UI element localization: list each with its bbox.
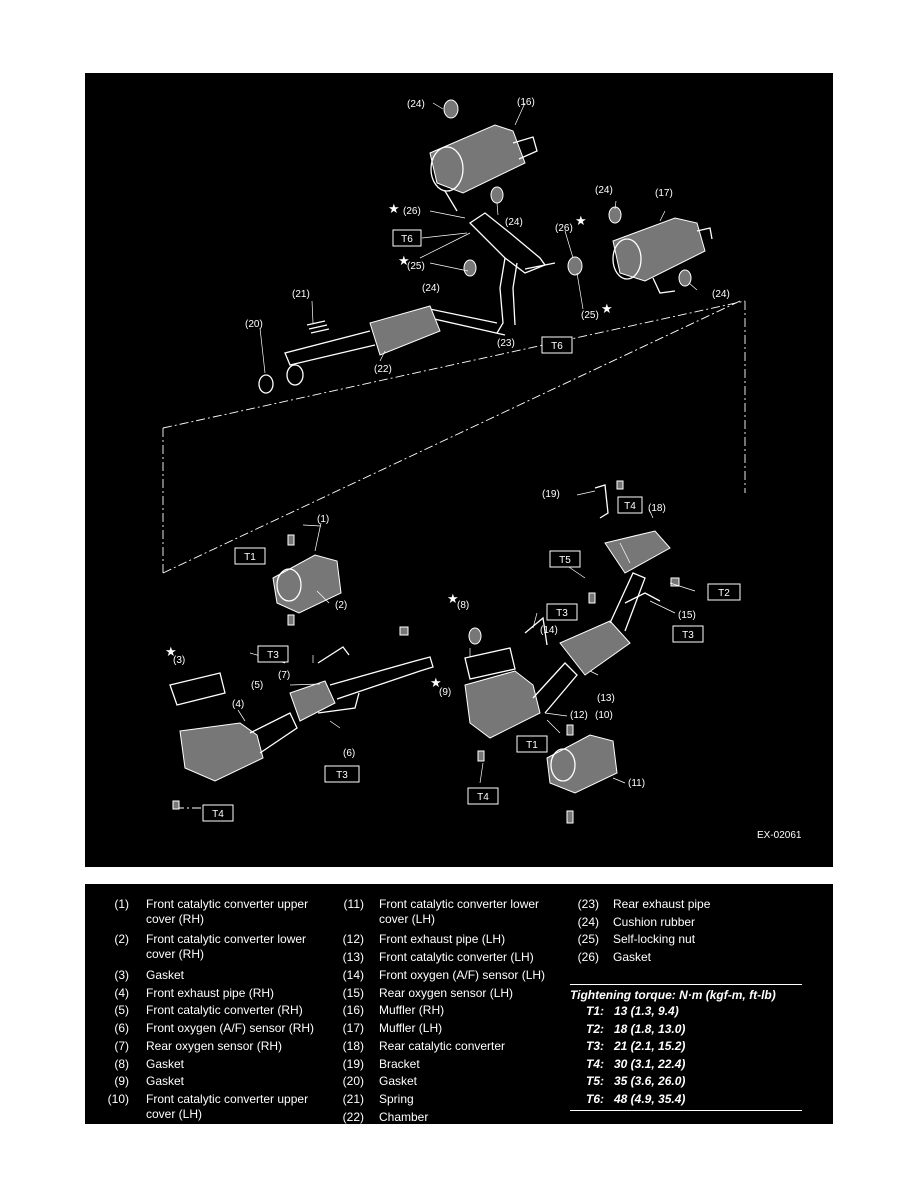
callout-26a: (26) <box>403 206 421 217</box>
star-marker: ★ <box>601 302 613 317</box>
callout-24e: (24) <box>712 289 730 300</box>
callout-10: (10) <box>595 710 613 721</box>
callout-19: (19) <box>542 489 560 500</box>
torque-tag-t2: T2 <box>707 583 741 601</box>
star-marker: ★ <box>388 202 400 217</box>
torque-row: T1:13 (1.3, 9.4) <box>586 1004 679 1018</box>
gaskets-front <box>169 627 516 706</box>
torque-tag-t4c: T4 <box>202 804 234 822</box>
rear-exhaust-pipe <box>423 212 556 336</box>
callout-2: (2) <box>335 600 347 611</box>
callout-16: (16) <box>517 97 535 108</box>
star-marker: ★ <box>430 676 442 691</box>
star-marker: ★ <box>165 645 177 660</box>
callout-9: (9) <box>439 687 451 698</box>
callout-24b: (24) <box>505 217 523 228</box>
gasket-20 <box>258 374 274 394</box>
svg-text:T1: T1 <box>244 552 256 563</box>
svg-text:T3: T3 <box>267 650 279 661</box>
torque-table: Tightening torque: N·m (kgf-m, ft-lb) T1… <box>570 984 802 1111</box>
star-marker: ★ <box>575 214 587 229</box>
exhaust-system-diagram: (24) (16) (26) (24) (24) (17) (26) (25) … <box>85 73 833 867</box>
callout-24d: (24) <box>422 283 440 294</box>
figure-code: EX-02061 <box>757 830 802 841</box>
callout-17: (17) <box>655 188 673 199</box>
callout-6: (6) <box>343 748 355 759</box>
torque-table-title: Tightening torque: N·m (kgf-m, ft-lb) <box>570 984 802 1004</box>
front-exhaust-lh <box>464 530 671 739</box>
torque-tag-t3b: T3 <box>672 625 704 643</box>
svg-text:T2: T2 <box>718 588 730 599</box>
callout-14: (14) <box>540 625 558 636</box>
front-exhaust-rh <box>179 656 434 782</box>
torque-row: T3:21 (2.1, 15.2) <box>586 1039 686 1053</box>
bolts <box>172 480 680 824</box>
torque-row: T2:18 (1.8, 13.0) <box>586 1021 686 1036</box>
torque-tag-t6a: T6 <box>392 229 422 247</box>
svg-text:T3: T3 <box>336 770 348 781</box>
torque-tag-t4a: T4 <box>617 496 643 514</box>
svg-text:T6: T6 <box>401 234 413 245</box>
torque-tag-t3c: T3 <box>257 645 289 663</box>
assembly-line-lower <box>162 300 741 574</box>
callout-21: (21) <box>292 289 310 300</box>
callout-3: (3) <box>173 655 185 666</box>
torque-tag-t1a: T1 <box>234 547 266 565</box>
callout-8: (8) <box>457 600 469 611</box>
callout-4: (4) <box>232 699 244 710</box>
callout-25b: (25) <box>581 310 599 321</box>
svg-text:T4: T4 <box>477 792 489 803</box>
oxygen-sensors <box>317 592 661 714</box>
cushion-rubbers <box>443 99 692 287</box>
assembly-line-upper <box>162 300 746 429</box>
callout-12: (12) <box>570 710 588 721</box>
parts-legend: (1)Front catalytic converter upper cover… <box>85 884 833 1124</box>
svg-text:T4: T4 <box>212 809 224 820</box>
torque-row: T4:30 (3.1, 22.4) <box>586 1056 686 1071</box>
callout-25a: (25) <box>407 261 425 272</box>
star-marker: ★ <box>398 254 410 269</box>
callout-18: (18) <box>648 503 666 514</box>
torque-tag-t3d: T3 <box>324 765 360 783</box>
callout-24a: (24) <box>407 99 425 110</box>
bracket <box>594 484 609 519</box>
cat-cover-rh <box>272 554 342 614</box>
callout-24c: (24) <box>595 185 613 196</box>
callout-5: (5) <box>251 680 263 691</box>
svg-text:T1: T1 <box>526 740 538 751</box>
svg-text:T5: T5 <box>559 555 571 566</box>
muffler-lh <box>612 217 713 294</box>
callout-23: (23) <box>497 338 515 349</box>
callout-26b: (26) <box>555 223 573 234</box>
star-marker: ★ <box>447 592 459 607</box>
cat-cover-lh <box>546 734 618 794</box>
torque-row: T5:35 (3.6, 26.0) <box>586 1074 686 1088</box>
callout-7: (7) <box>278 670 290 681</box>
callout-22: (22) <box>374 364 392 375</box>
torque-tag-t3a: T3 <box>546 603 578 621</box>
chamber <box>284 305 441 366</box>
torque-tag-t4b: T4 <box>467 787 499 805</box>
torque-table-rule <box>570 1110 802 1111</box>
torque-tag-t1b: T1 <box>516 735 548 753</box>
torque-row: T6:48 (4.9, 35.4) <box>586 1091 686 1106</box>
leader-lines <box>237 102 698 784</box>
muffler-rh <box>429 124 538 212</box>
torque-tag-t6b: T6 <box>541 336 573 354</box>
gasket-26-right <box>567 256 583 276</box>
callout-11: (11) <box>628 778 645 789</box>
callout-13: (13) <box>597 693 615 704</box>
svg-text:T4: T4 <box>624 501 636 512</box>
svg-text:T6: T6 <box>551 341 563 352</box>
svg-text:T3: T3 <box>682 630 694 641</box>
callout-15: (15) <box>678 610 696 621</box>
exploded-view: (24) (16) (26) (24) (24) (17) (26) (25) … <box>162 97 802 841</box>
spring <box>306 320 330 334</box>
svg-text:T3: T3 <box>556 608 568 619</box>
callout-1: (1) <box>317 514 329 525</box>
callout-20: (20) <box>245 319 263 330</box>
torque-tag-t5: T5 <box>549 550 581 568</box>
chamber-flange <box>286 364 304 386</box>
